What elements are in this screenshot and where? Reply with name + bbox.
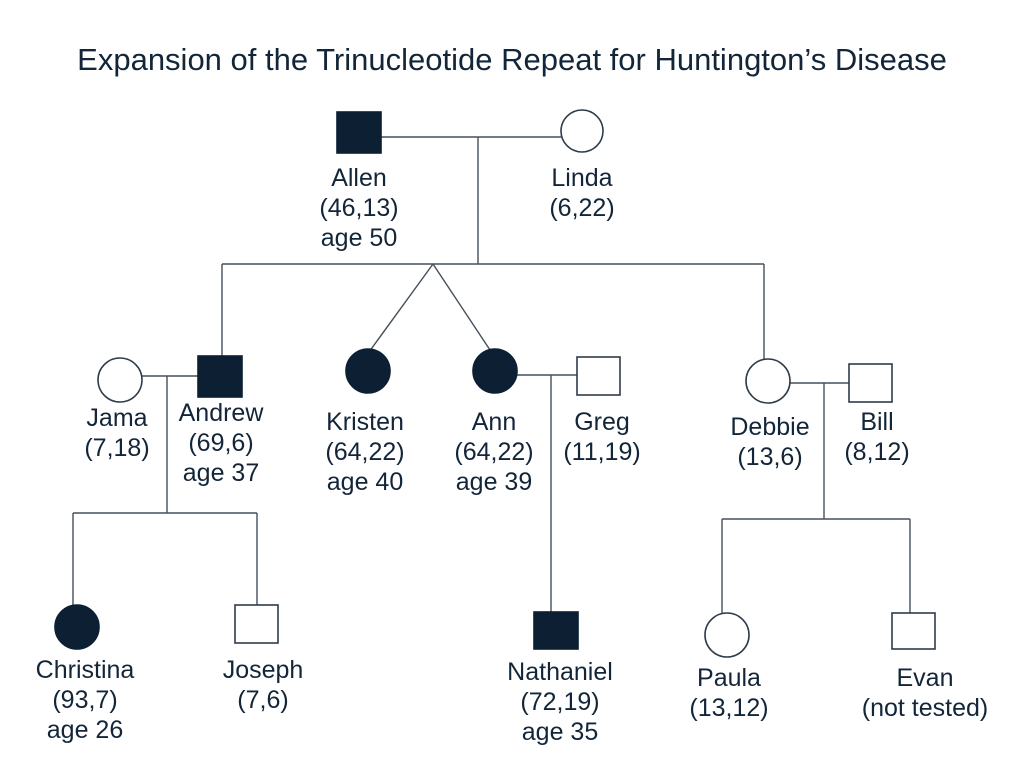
person-genotype: (13,6) [737,443,803,471]
person-age: age 26 [46,716,124,744]
person-genotype: (64,22) [325,438,405,466]
person-label-bill: Bill (8,12) [844,407,909,467]
paula-unaffected-female-symbol [704,612,750,658]
allen-affected-male-symbol [336,111,382,154]
person-genotype: (64,22) [454,438,534,466]
person-label-kristen: Kristen (64,22) age 40 [325,407,404,497]
person-label-joseph: Joseph (7,6) [223,655,304,715]
person-name: Ann [471,408,517,436]
andrew-affected-male-symbol [197,355,243,398]
person-label-andrew: Andrew (69,6) age 37 [179,398,264,488]
person-label-paula: Paula (13,12) [689,663,768,723]
person-name: Paula [697,664,761,692]
person-name: Kristen [326,408,404,436]
person-label-ann: Ann (64,22) age 39 [454,407,533,497]
person-genotype: (7,18) [84,434,150,462]
person-name: Andrew [178,399,264,427]
person-genotype: (6,22) [549,194,615,222]
person-label-nathaniel: Nathaniel (72,19) age 35 [507,657,613,747]
person-label-allen: Allen (46,13) age 50 [319,163,398,253]
diagram-title: Expansion of the Trinucleotide Repeat fo… [77,42,947,77]
evan-untested-male-symbol [891,612,936,650]
person-name: Nathaniel [507,658,613,686]
person-label-evan: Evan (not tested) [862,663,988,723]
person-label-jama: Jama (7,18) [84,403,149,463]
person-age: age 50 [320,224,398,252]
nathaniel-affected-male-symbol [533,611,579,650]
person-genotype: (not tested) [861,694,989,722]
person-age: age 35 [521,718,599,746]
person-name: Linda [551,164,613,192]
ann-affected-female-symbol [472,348,518,394]
diagonal-drop-to-kristen [368,263,434,353]
person-genotype: (72,19) [520,688,600,716]
greg-unaffected-male-symbol [576,356,621,396]
person-age: age 40 [326,468,404,496]
person-name: Bill [860,408,894,436]
person-genotype: (7,6) [237,686,289,714]
person-age: age 39 [455,468,533,496]
person-name: Jama [86,404,148,432]
person-age: age 37 [182,459,260,487]
person-name: Greg [574,408,630,436]
person-label-christina: Christina (93,7) age 26 [36,655,135,745]
jama-unaffected-female-symbol [97,357,143,403]
diagonal-drop-to-ann [432,263,493,354]
person-genotype: (93,7) [52,686,118,714]
christina-affected-female-symbol [54,604,100,650]
person-name: Debbie [730,413,810,441]
person-genotype: (8,12) [844,438,910,466]
linda-unaffected-female-symbol [560,109,604,153]
joseph-unaffected-male-symbol [234,604,279,644]
person-label-linda: Linda (6,22) [549,163,614,223]
person-genotype: (69,6) [188,429,254,457]
person-label-greg: Greg (11,19) [563,407,640,467]
person-genotype: (46,13) [319,194,399,222]
person-label-debbie: Debbie (13,6) [730,412,809,472]
debbie-unaffected-female-symbol [745,358,791,404]
person-genotype: (11,19) [563,438,641,466]
person-name: Christina [35,656,135,684]
person-genotype: (13,12) [689,694,769,722]
person-name: Evan [896,664,954,692]
person-name: Joseph [222,656,304,684]
kristen-affected-female-symbol [345,348,391,394]
person-name: Allen [331,164,387,192]
bill-unaffected-male-symbol [848,363,893,403]
